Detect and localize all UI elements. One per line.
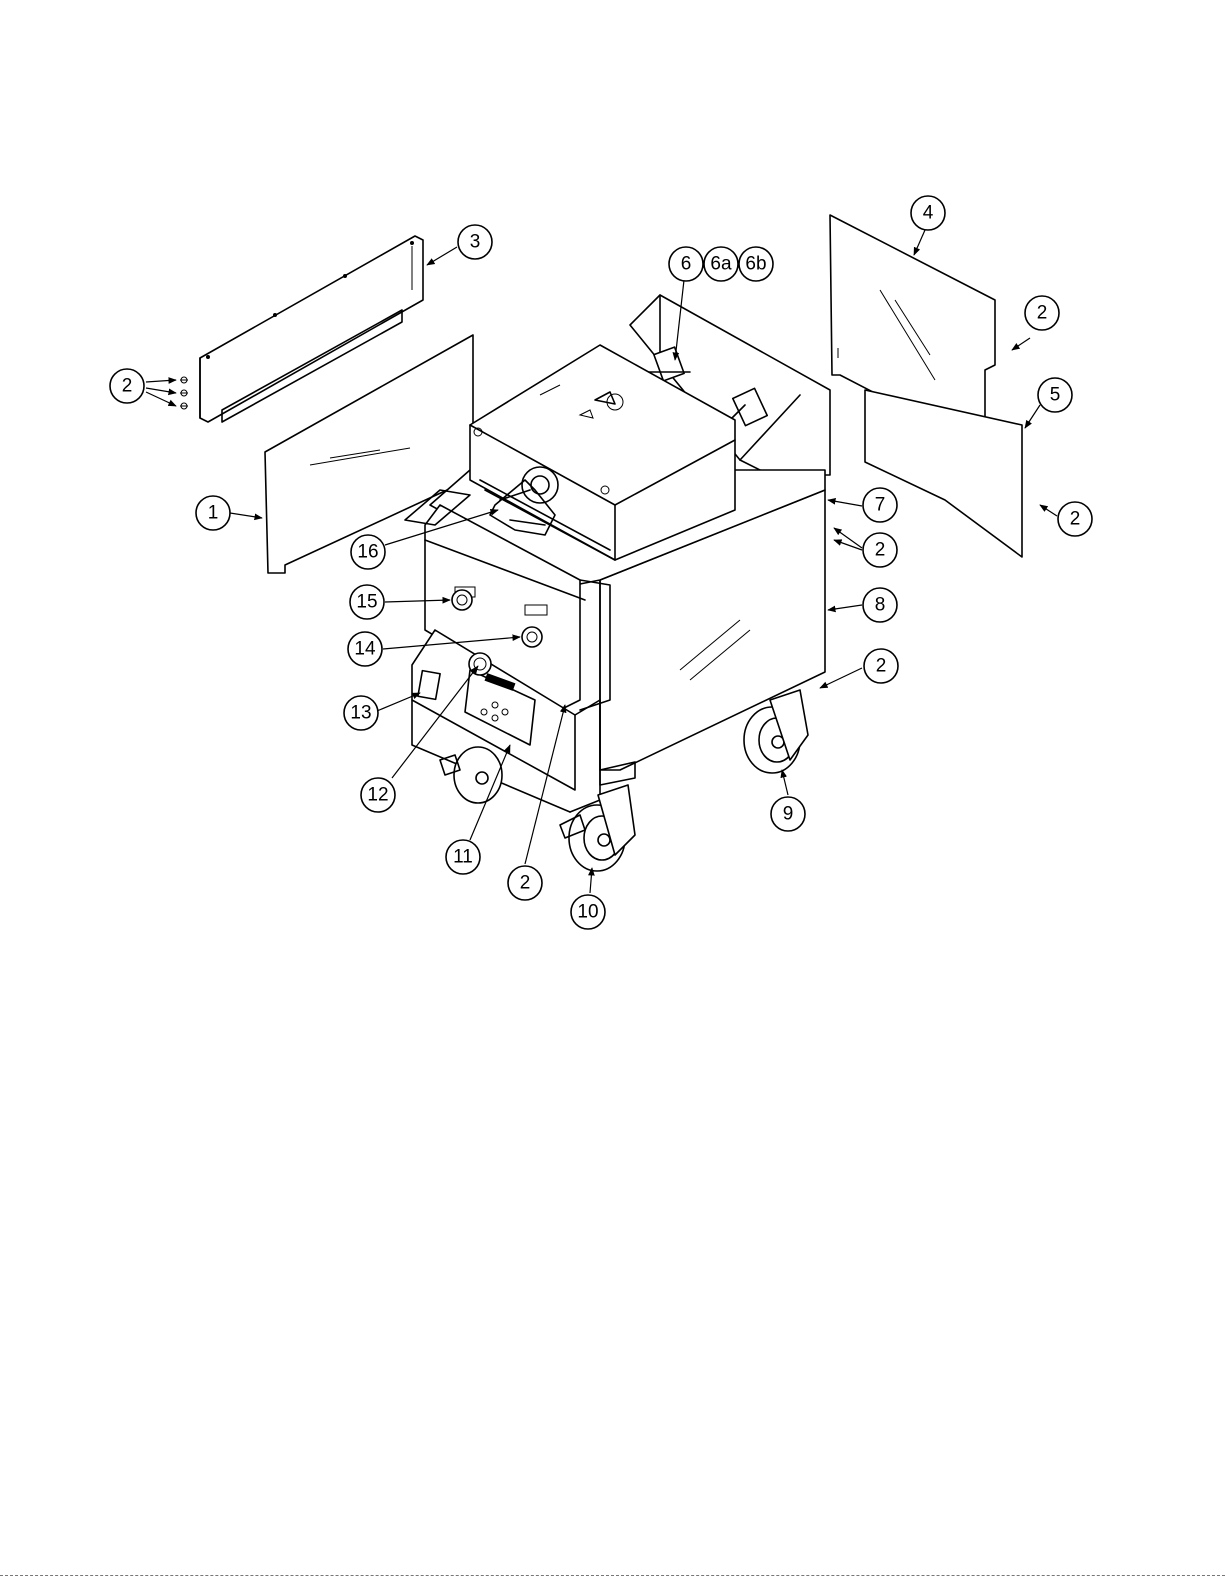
callout-2-label: 2 [875,540,886,561]
callout-3-label: 3 [470,232,481,253]
part-10-caster [560,785,635,871]
callout-4-label: 4 [923,203,934,224]
callout-2-label: 2 [876,656,887,677]
callout-10: 10 [571,895,605,929]
callout-1-label: 1 [208,503,219,524]
callout-2-label: 2 [122,376,133,397]
callout-2-label: 2 [520,873,531,894]
callout-12: 12 [361,778,395,812]
callout-7: 7 [863,488,897,522]
callout-9: 9 [771,797,805,831]
callout-6: 6 [669,247,703,281]
callout-16-label: 16 [357,542,378,563]
screw-set-left [180,377,188,409]
page-bottom-rule [0,1575,1225,1576]
callout-13-label: 13 [350,703,371,724]
callout-9-label: 9 [783,804,794,825]
callout-14-label: 14 [354,639,376,660]
callout-2: 2 [1025,296,1059,330]
part-15-connector [452,590,472,610]
callout-6a: 6a [704,247,738,281]
callout-2-label: 2 [1037,303,1048,324]
callout-10-label: 10 [577,902,598,923]
callout-11-label: 11 [453,847,473,868]
callout-6-label: 6 [681,254,692,275]
callout-2: 2 [1058,502,1092,536]
callout-5: 5 [1038,378,1072,412]
callout-4: 4 [911,196,945,230]
callout-2: 2 [864,649,898,683]
callout-11: 11 [446,840,480,874]
callout-12-label: 12 [367,785,388,806]
part-12-connector [469,653,491,675]
callout-6a-label: 6a [710,254,732,275]
callout-2: 2 [508,866,542,900]
callout-7-label: 7 [875,495,886,516]
callout-14: 14 [348,632,382,666]
callout-2: 2 [110,369,144,403]
callout-13: 13 [344,696,378,730]
callout-16: 16 [351,535,385,569]
callout-15: 15 [350,585,384,619]
callout-8: 8 [863,588,897,622]
callout-2: 2 [863,533,897,567]
part-14-connector [522,627,542,647]
callout-1: 1 [196,496,230,530]
callout-5-label: 5 [1050,385,1061,406]
callout-2-label: 2 [1070,509,1081,530]
callout-8-label: 8 [875,595,886,616]
callout-15-label: 15 [356,592,377,613]
part-5-right-lower-panel [865,390,1022,557]
callout-3: 3 [458,225,492,259]
callout-6b: 6b [739,247,773,281]
callout-6b-label: 6b [745,254,766,275]
rear-left-caster [440,747,502,803]
